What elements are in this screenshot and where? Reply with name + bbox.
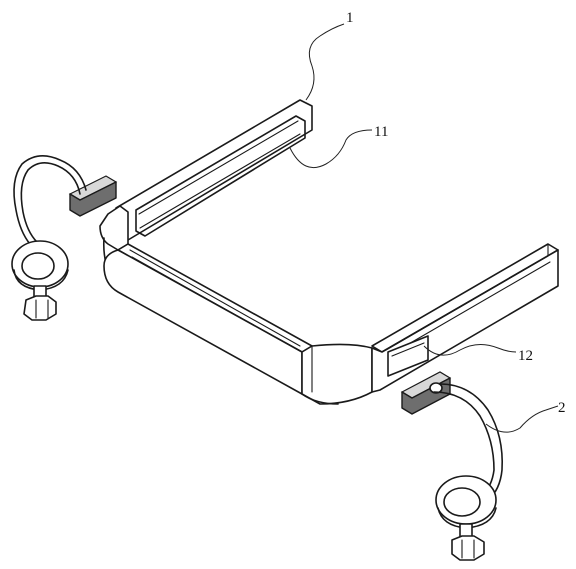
label-frame: 1 xyxy=(346,10,354,26)
left-bolt-nut xyxy=(23,295,57,321)
right-clamp-assembly xyxy=(400,371,504,561)
right-bolt-nut xyxy=(451,535,485,561)
leader-11 xyxy=(289,129,373,168)
left-cable xyxy=(13,155,87,245)
label-clamp-assembly: 2 xyxy=(558,400,566,416)
left-pad xyxy=(69,181,117,217)
left-clamp-assembly xyxy=(11,155,118,321)
right-ring-clamp xyxy=(435,475,497,525)
left-arm-slot xyxy=(135,115,306,237)
leader-1 xyxy=(305,23,345,101)
leader-2 xyxy=(485,405,559,433)
u-frame xyxy=(99,99,559,405)
label-frame-window: 12 xyxy=(518,348,533,364)
right-cable xyxy=(439,383,504,501)
left-ring-clamp xyxy=(11,240,69,288)
label-frame-slot: 11 xyxy=(374,124,388,140)
leader-12 xyxy=(423,344,517,356)
front-rail-side xyxy=(103,249,303,395)
leader-lines xyxy=(289,23,559,433)
